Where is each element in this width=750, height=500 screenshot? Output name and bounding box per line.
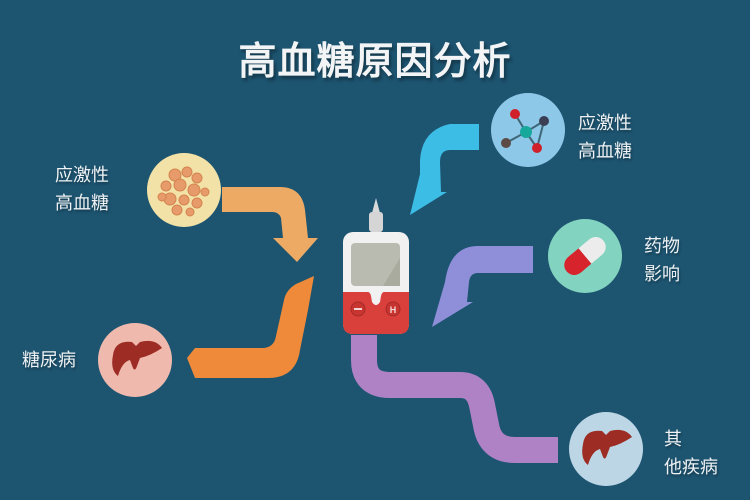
pill-capsule-icon [548,219,622,293]
label-line: 高血糖 [578,141,632,162]
label-other: 其 他疾病 [664,426,718,482]
liver-icon [569,412,643,486]
arrow-stress-right-icon [410,124,479,215]
path-other-icon [351,335,558,463]
label-line: 高血糖 [55,193,109,214]
label-diabetes: 糖尿病 [22,347,76,375]
label-line: 影响 [644,264,680,285]
label-line: 应激性 [578,113,632,134]
arrow-drug-icon [432,246,533,327]
label-line: 其 [664,429,682,450]
blood-cells-icon [147,153,221,227]
label-line: 他疾病 [664,457,718,478]
label-stress-right: 应激性 高血糖 [578,110,632,166]
arrow-diabetes-icon [187,276,314,378]
label-stress-left: 应激性 高血糖 [55,162,109,218]
label-drug: 药物 影响 [644,233,680,289]
label-line: 药物 [644,236,680,257]
liver-icon [98,323,172,397]
svg-text:H: H [390,305,397,315]
label-line: 糖尿病 [22,350,76,371]
page-title: 高血糖原因分析 [238,39,512,83]
arrow-stress-left-icon [222,187,318,262]
label-line: 应激性 [55,165,109,186]
molecule-icon [491,93,565,167]
